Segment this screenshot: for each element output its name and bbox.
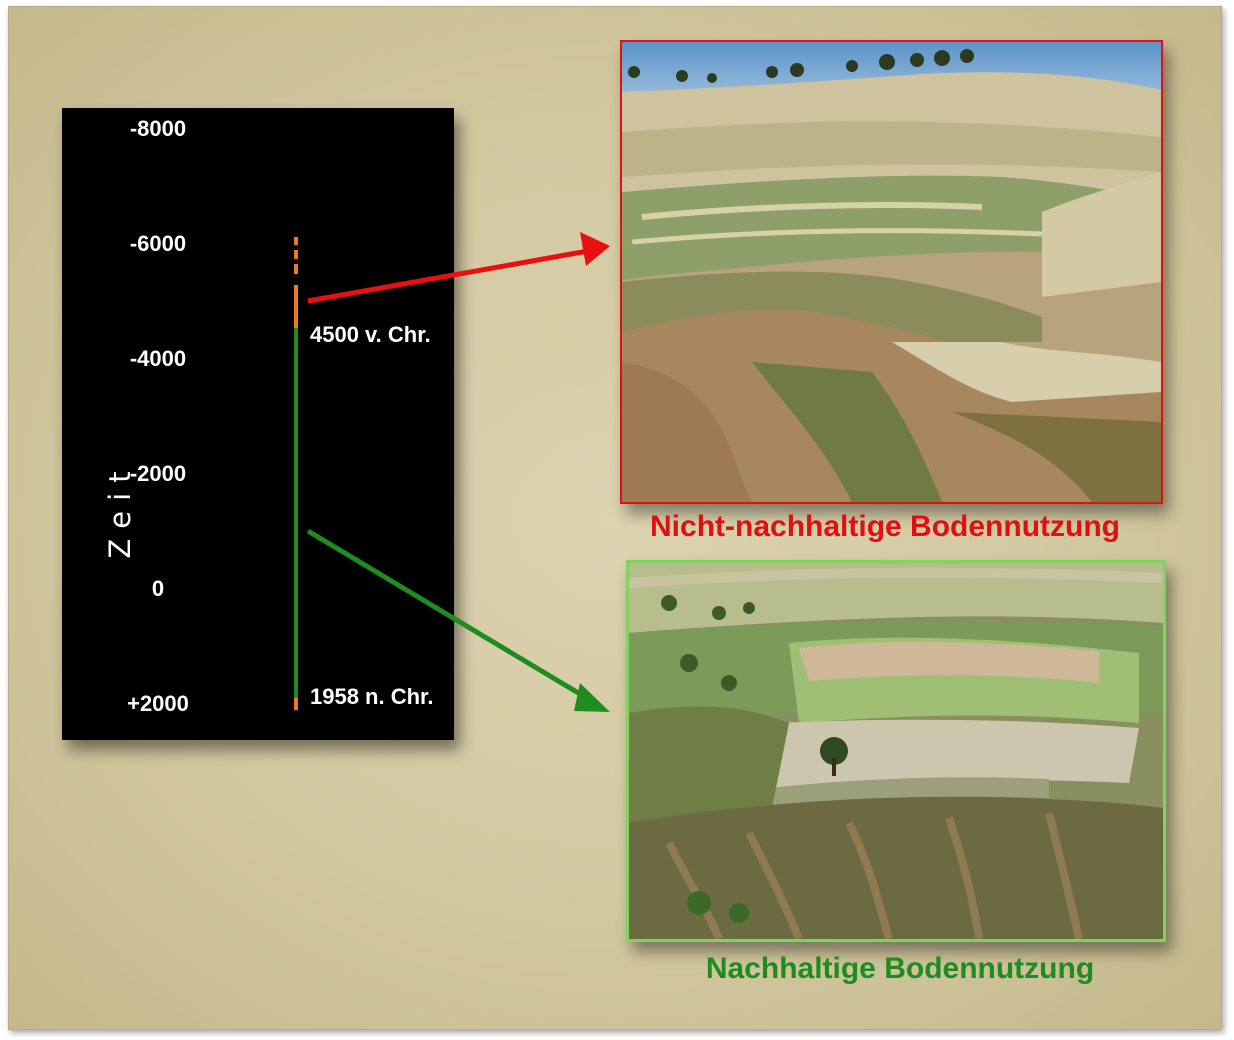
timeline-segment-dashed-3 (294, 264, 298, 274)
timeline-segment-sustainable (294, 328, 298, 698)
red-arrowhead (580, 232, 610, 266)
red-arrow (307, 248, 589, 304)
timeline-bar (294, 237, 298, 710)
green-arrow (306, 528, 592, 703)
tick-label-minus-2000: -2000 (129, 461, 187, 486)
tick-label-minus-4000: -4000 (129, 346, 187, 371)
end-date-label: 1958 n. Chr. (310, 684, 434, 709)
caption-sustainable: Nachhaltige Bodennutzung (705, 952, 1095, 985)
tick-label-zero: 0 (151, 576, 165, 601)
terraced-fields-image (629, 563, 1163, 939)
tick-label-minus-8000: -8000 (129, 116, 187, 141)
photo-sustainable-land-use (626, 560, 1166, 942)
timeline-segment-dashed-1 (294, 237, 298, 245)
tick-label-plus-2000: +2000 (127, 691, 189, 716)
tick-label-minus-6000: -6000 (129, 231, 187, 256)
green-arrowhead (574, 683, 610, 712)
timeline-segment-dashed-2 (294, 250, 298, 259)
timeline-end-marker (294, 698, 298, 710)
timeline-panel: -8000 -6000 -4000 -2000 0 +2000 Zeit 450… (62, 108, 454, 740)
start-date-label: 4500 v. Chr. (310, 322, 431, 347)
eroded-hillside-image (622, 42, 1161, 502)
caption-unsustainable: Nicht-nachhaltige Bodennutzung (650, 510, 1120, 543)
timeline-segment-unsustainable (294, 285, 298, 328)
photo-unsustainable-land-use (620, 40, 1163, 504)
